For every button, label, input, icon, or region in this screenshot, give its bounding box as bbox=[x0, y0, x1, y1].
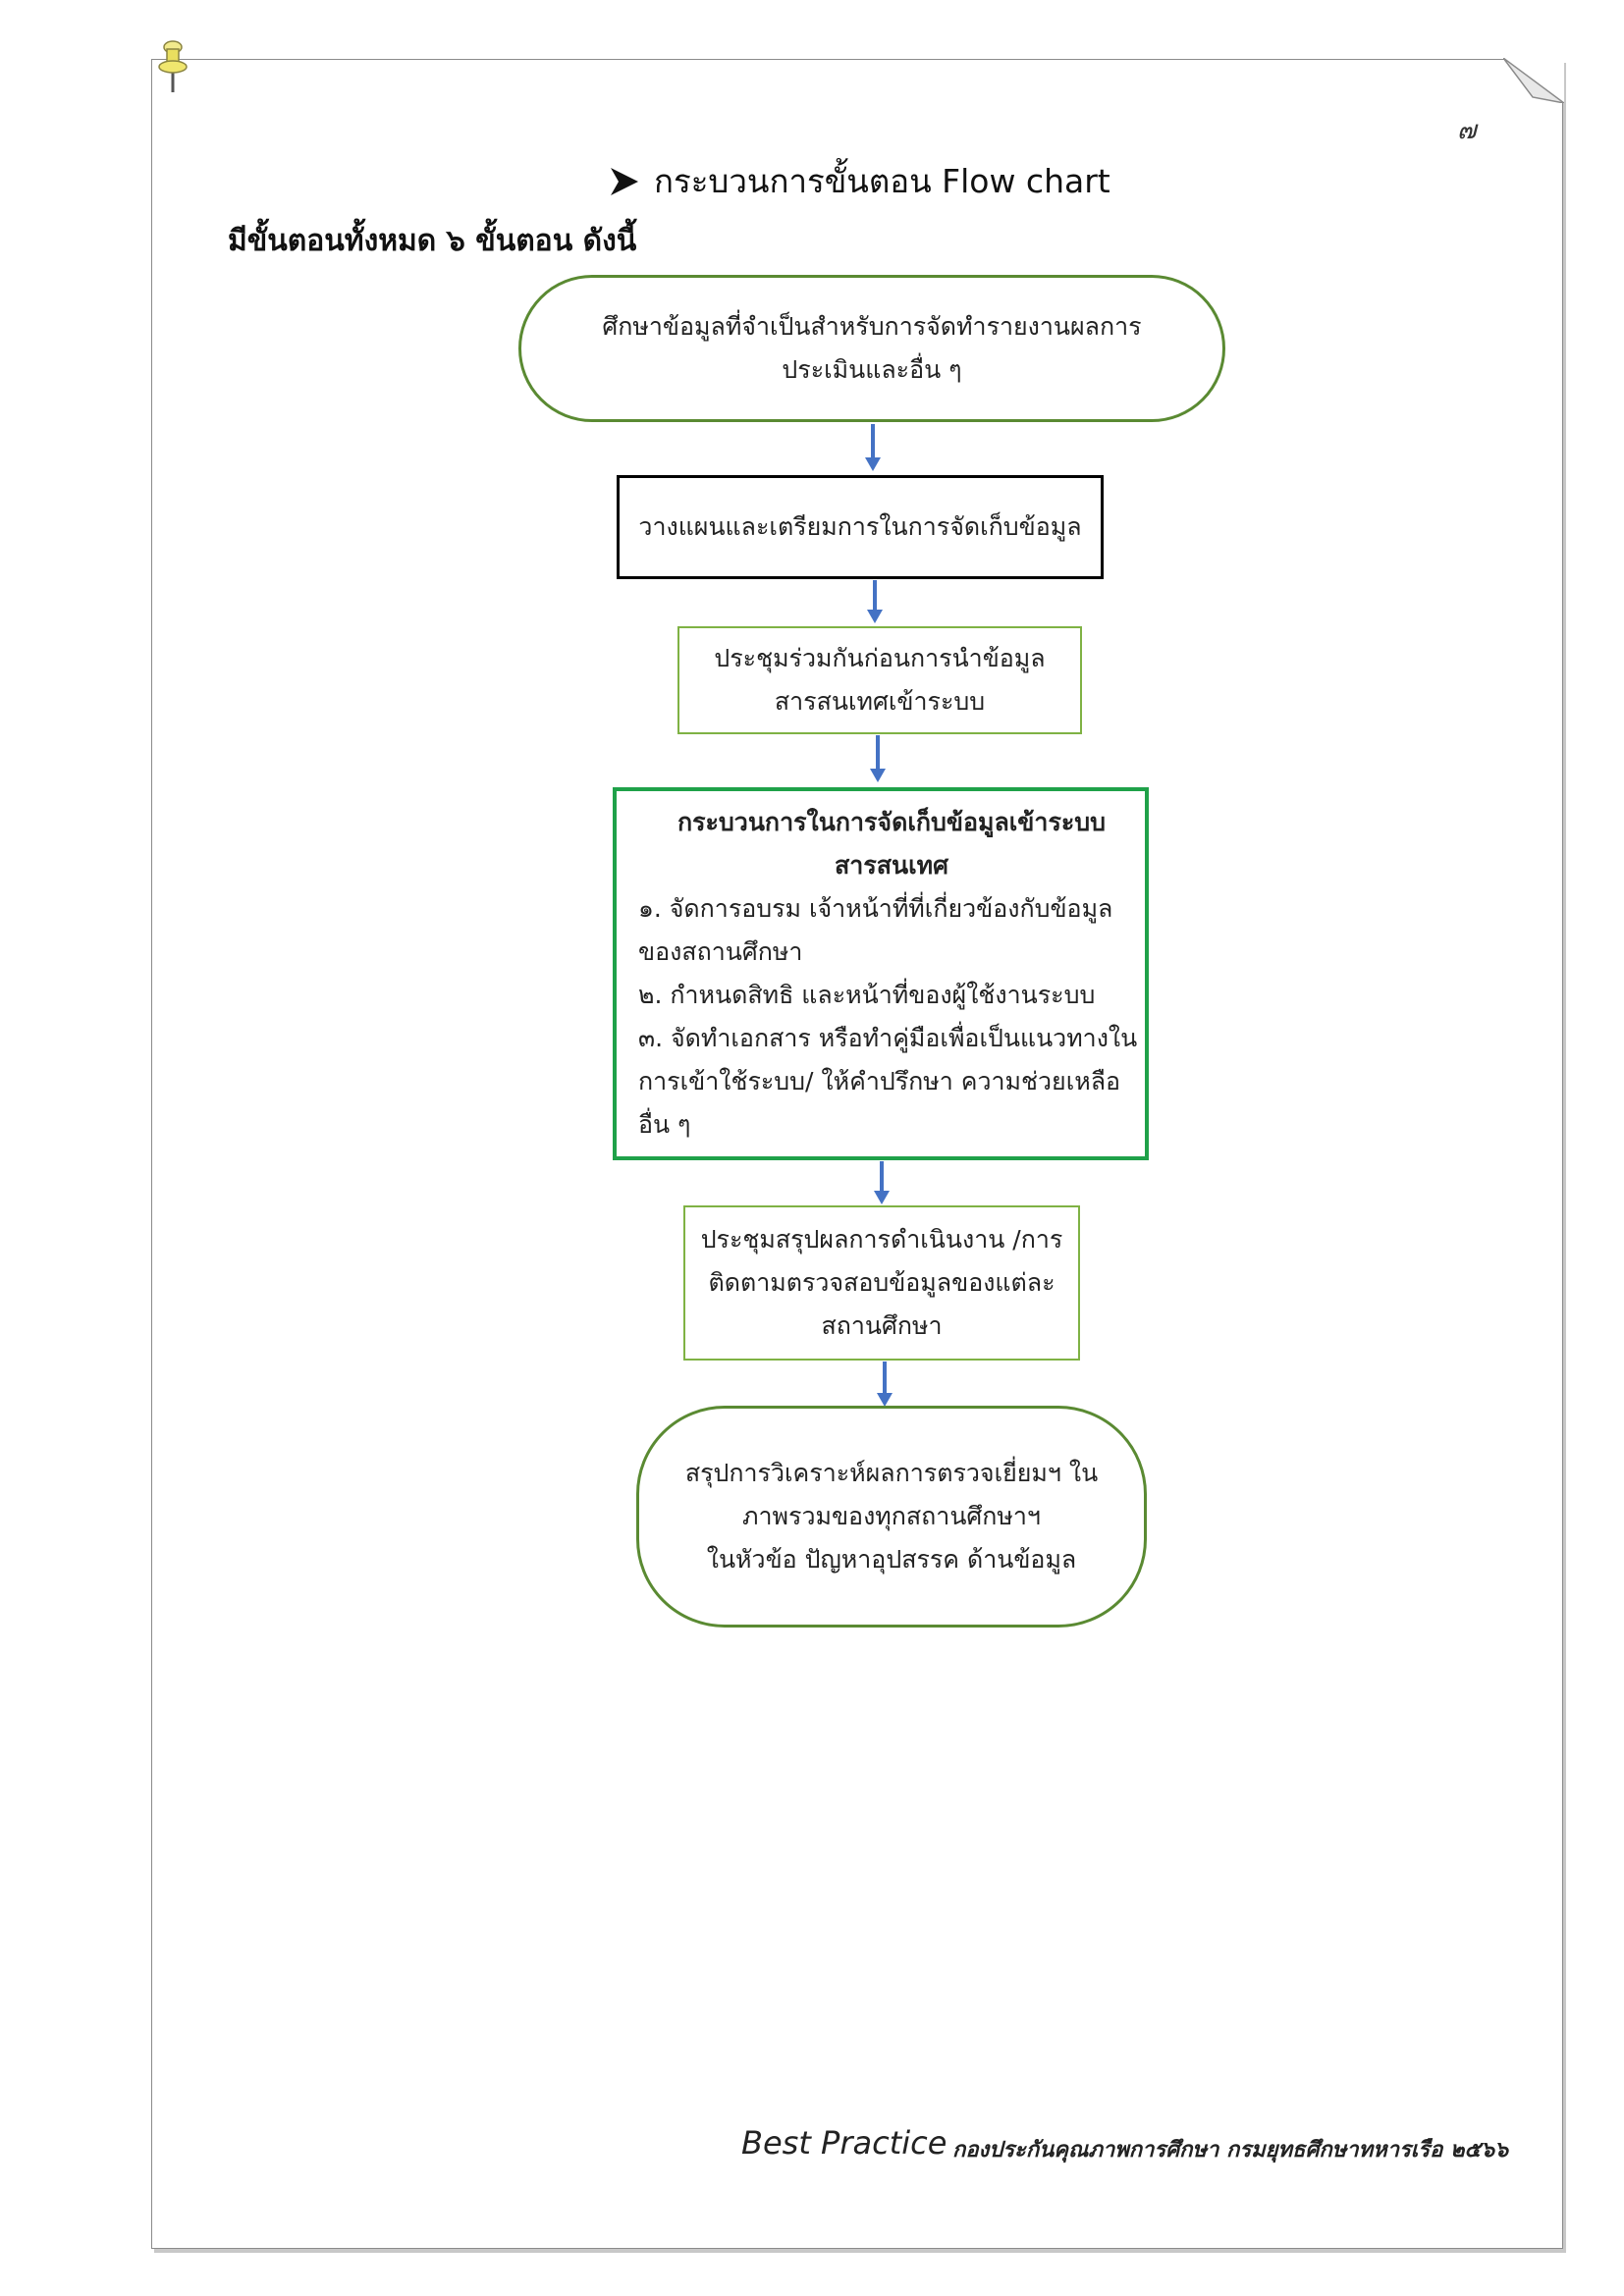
step-5-line-3: สถานศึกษา bbox=[821, 1311, 943, 1340]
step-1-line-1: ศึกษาข้อมูลที่จำเป็นสำหรับการจัดทำรายงาน… bbox=[602, 312, 1142, 341]
pushpin-icon bbox=[158, 40, 188, 92]
page-corner-fold bbox=[1503, 58, 1564, 103]
flow-step-2: วางแผนและเตรียมการในการจัดเก็บข้อมูล bbox=[617, 475, 1104, 579]
page-number: ๗ bbox=[1457, 116, 1477, 145]
flow-step-5: ประชุมสรุปผลการดำเนินงาน /การ ติดตามตรวจ… bbox=[683, 1205, 1080, 1361]
page-title: กระบวนการขั้นตอน Flow chart bbox=[654, 162, 1110, 200]
arrowhead-bullet-icon bbox=[611, 167, 638, 195]
step-4-item-line-2: ของสถานศึกษา bbox=[638, 937, 803, 966]
step-4-item-line-1: ๑. จัดการอบรม เจ้าหน้าที่ที่เกี่ยวข้องกั… bbox=[638, 894, 1113, 923]
step-4-item-line-3: ๒. กำหนดสิทธิ และหน้าที่ของผู้ใช้งานระบบ bbox=[638, 981, 1096, 1009]
step-4-heading-line-2: สารสนเทศ bbox=[835, 851, 948, 880]
step-4-heading-line-1: กระบวนการในการจัดเก็บข้อมูลเข้าระบบ bbox=[677, 808, 1107, 836]
flow-arrow-1 bbox=[865, 424, 881, 471]
footer-organization: กองประกันคุณภาพการศึกษา กรมยุทธศึกษาทหาร… bbox=[952, 2138, 1509, 2163]
step-4-item-line-6: อื่น ๆ bbox=[638, 1110, 691, 1139]
step-6-line-3: ในหัวข้อ ปัญหาอุปสรรค ด้านข้อมูล bbox=[706, 1545, 1077, 1574]
step-3-line-1: ประชุมร่วมกันก่อนการนำข้อมูล bbox=[714, 644, 1046, 672]
flow-arrow-5 bbox=[877, 1362, 893, 1407]
flow-step-6: สรุปการวิเคราะห์ผลการตรวจเยี่ยมฯ ใน ภาพร… bbox=[636, 1406, 1147, 1628]
footer-best-practice: Best Practice bbox=[741, 2124, 947, 2162]
step-4-item-line-4: ๓. จัดทำเอกสาร หรือทำคู่มือเพื่อเป็นแนวท… bbox=[638, 1024, 1138, 1052]
title-row: กระบวนการขั้นตอน Flow chart bbox=[609, 155, 1110, 207]
step-5-line-2: ติดตามตรวจสอบข้อมูลของแต่ละ bbox=[708, 1268, 1056, 1297]
step-6-line-1: สรุปการวิเคราะห์ผลการตรวจเยี่ยมฯ ใน bbox=[684, 1459, 1099, 1487]
step-4-item-line-5: การเข้าใช้ระบบ/ ให้คำปรึกษา ความช่วยเหลื… bbox=[638, 1067, 1121, 1095]
flow-step-3: ประชุมร่วมกันก่อนการนำข้อมูล สารสนเทศเข้… bbox=[677, 626, 1082, 734]
flow-arrow-4 bbox=[874, 1161, 890, 1204]
flow-step-4: กระบวนการในการจัดเก็บข้อมูลเข้าระบบ สารส… bbox=[613, 787, 1149, 1160]
flow-arrow-3 bbox=[870, 735, 886, 782]
step-1-line-2: ประเมินและอื่น ๆ bbox=[782, 355, 962, 384]
page-subtitle: มีขั้นตอนทั้งหมด ๖ ขั้นตอน ดังนี้ bbox=[228, 224, 637, 258]
step-2-line-1: วางแผนและเตรียมการในการจัดเก็บข้อมูล bbox=[638, 512, 1082, 541]
flow-arrow-2 bbox=[867, 580, 883, 623]
step-3-line-2: สารสนเทศเข้าระบบ bbox=[774, 687, 986, 716]
step-5-line-1: ประชุมสรุปผลการดำเนินงาน /การ bbox=[700, 1225, 1063, 1254]
step-6-line-2: ภาพรวมของทุกสถานศึกษาฯ bbox=[742, 1502, 1041, 1530]
flow-step-1: ศึกษาข้อมูลที่จำเป็นสำหรับการจัดทำรายงาน… bbox=[518, 275, 1225, 422]
